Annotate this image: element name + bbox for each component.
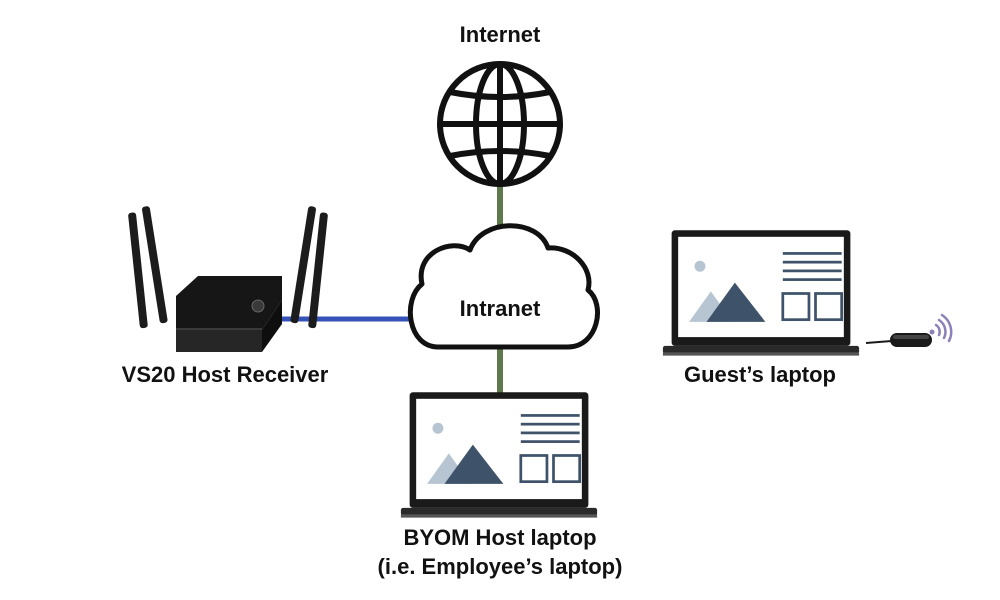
guest-laptop-icon xyxy=(661,228,861,357)
internet-label: Internet xyxy=(459,22,541,47)
host-laptop-icon xyxy=(399,390,599,519)
wifi-signal-icon xyxy=(929,313,953,343)
intranet-label: Intranet xyxy=(459,296,541,321)
byom-host-label-line2: (i.e. Employee’s laptop) xyxy=(377,554,623,579)
dongle-cable xyxy=(865,340,893,344)
byom-host-label-line1: BYOM Host laptop xyxy=(403,525,597,550)
intranet-cloud-icon xyxy=(407,223,600,350)
guest-laptop-label: Guest’s laptop xyxy=(684,362,836,387)
globe-icon xyxy=(437,61,563,187)
host-receiver-label: VS20 Host Receiver xyxy=(121,362,329,387)
router-icon xyxy=(128,206,328,352)
wireless-dongle-icon xyxy=(890,333,932,347)
